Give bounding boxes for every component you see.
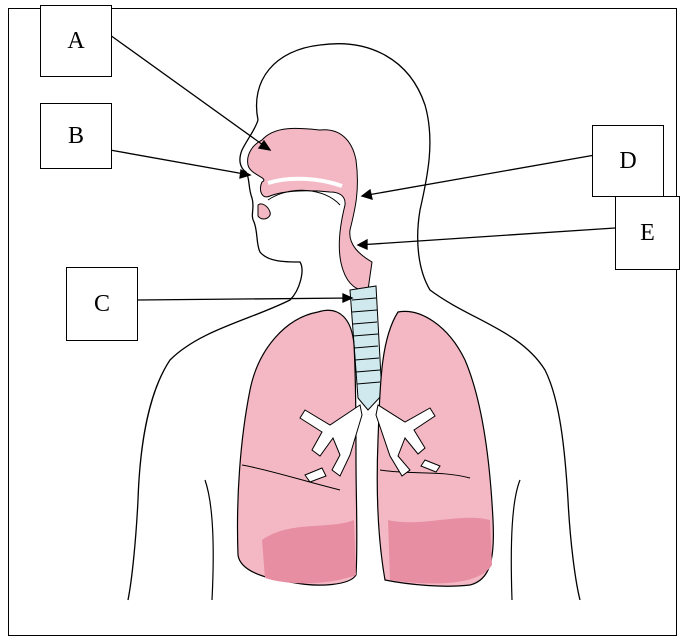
label-d: D [592,125,664,197]
arrow-c [138,298,352,300]
mouth [258,204,270,219]
arrow-e [358,228,615,245]
arrow-a [110,35,270,150]
label-c: C [66,267,138,341]
left-arm-line [205,480,213,600]
right-lung-lower-shade [388,518,492,584]
label-a: A [40,5,112,77]
label-b: B [40,103,112,169]
label-e: E [615,196,680,270]
right-arm-line [511,480,520,600]
arrow-d [362,155,595,196]
arrow-b [110,150,250,175]
